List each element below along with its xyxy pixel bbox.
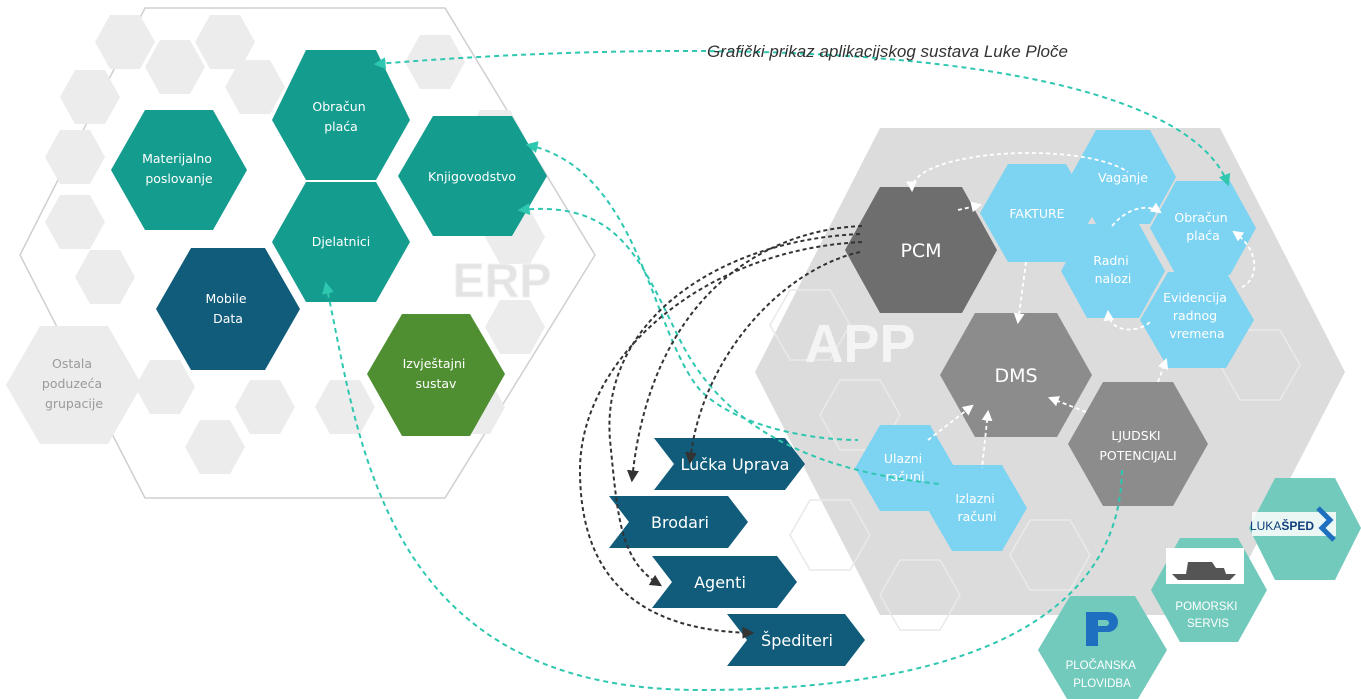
- erp-djelatnici-node: Djelatnici: [272, 182, 410, 302]
- svg-text:Izvještajni sustav: Izvještajni sustav: [403, 356, 470, 391]
- partner-spediteri: Špediteri: [727, 614, 865, 666]
- connector-pcm-agenti: [578, 241, 863, 639]
- svg-text:Djelatnici: Djelatnici: [312, 234, 371, 249]
- app-label: APP: [804, 314, 915, 374]
- svg-text:POMORSKI SERVIS: POMORSKI SERVIS: [1175, 601, 1240, 630]
- erp-mobile-data-node: Mobile Data: [156, 248, 300, 370]
- svg-text:DMS: DMS: [994, 365, 1037, 387]
- connector-djelatnici-ljudski: [322, 281, 1123, 692]
- svg-text:FAKTURE: FAKTURE: [1009, 206, 1064, 221]
- erp-izvjestajni-node: Izvještajni sustav: [367, 314, 505, 436]
- app-ljudski-node: LJUDSKI POTENCIJALI: [1068, 382, 1208, 506]
- svg-text:Brodari: Brodari: [651, 513, 709, 532]
- svg-text:Materijalno poslovanje: Materijalno poslovanje: [142, 151, 216, 186]
- lukasped-logo-icon: [1316, 506, 1336, 542]
- app-ulazni-node: Ulazni računi: [855, 425, 955, 511]
- svg-text:LJUDSKI POTENCIJALI: LJUDSKI POTENCIJALI: [1099, 428, 1176, 463]
- erp-label: ERP: [453, 255, 552, 308]
- connector-pcm-luka: [626, 225, 863, 483]
- svg-text:Vaganje: Vaganje: [1098, 170, 1148, 185]
- erp-materijalno-node: Materijalno poslovanje: [111, 110, 247, 230]
- app-background-hexagons: [769, 289, 1301, 631]
- svg-text:Ulazni računi: Ulazni računi: [884, 451, 926, 484]
- black-connectors: [578, 225, 863, 639]
- svg-text:Radni nalozi: Radni nalozi: [1093, 253, 1132, 286]
- ostala-label: Ostala poduzeća grupacije: [42, 356, 106, 411]
- svg-text:Špediteri: Špediteri: [761, 631, 833, 650]
- connector-knjigovodstvo-ulazni: [525, 141, 859, 441]
- ship-icon: [1172, 562, 1236, 580]
- connector-pcm-spediteri: [684, 251, 861, 465]
- company-lukasped: LUKAŠPED: [1249, 478, 1361, 580]
- diagram-title: Grafički prikaz aplikacijskog sustava Lu…: [707, 42, 1068, 61]
- white-connectors: [906, 152, 1256, 469]
- partner-luka-uprava: Lučka Uprava: [654, 438, 805, 490]
- app-izlazni-node: Izlazni računi: [927, 465, 1027, 551]
- pp-logo-icon: [1086, 612, 1118, 646]
- app-evidencija-node: Evidencija radnog vremena: [1140, 272, 1254, 368]
- partner-brodari: Brodari: [609, 496, 748, 548]
- svg-text:PLOČANSKA PLOVIDBA: PLOČANSKA PLOVIDBA: [1066, 659, 1139, 690]
- svg-text:Mobile Data: Mobile Data: [206, 291, 251, 326]
- svg-text:Izlazni računi: Izlazni računi: [955, 491, 998, 524]
- company-plocanska-plovidba: PLOČANSKA PLOVIDBA: [1038, 596, 1167, 699]
- connector-obracun-erp-app: [373, 49, 1231, 187]
- app-pcm-node: PCM: [845, 187, 997, 313]
- svg-text:Obračun plaća: Obračun plaća: [1174, 210, 1231, 243]
- app-obracun-place-node: Obračun plaća: [1150, 181, 1256, 275]
- svg-text:PCM: PCM: [900, 240, 941, 262]
- svg-text:Evidencija radnog: Evidencija radnog vremena: [1163, 290, 1231, 341]
- company-pomorski-servis: POMORSKI SERVIS: [1151, 538, 1267, 642]
- svg-text:Knjigovodstvo: Knjigovodstvo: [428, 169, 516, 184]
- svg-text:Agenti: Agenti: [694, 573, 746, 592]
- app-radni-nalozi-node: Radni nalozi: [1061, 224, 1165, 318]
- ostala-hexagon: [6, 326, 142, 444]
- svg-text:Obračun plaća: Obračun plaća: [312, 99, 369, 134]
- cyan-connectors: [322, 49, 1231, 692]
- partner-agenti: Agenti: [652, 556, 797, 608]
- svg-text:Lučka Uprava: Lučka Uprava: [681, 455, 790, 474]
- app-fakture-node: FAKTURE: [980, 164, 1094, 262]
- svg-text:LUKAŠPED: LUKAŠPED: [1250, 518, 1314, 533]
